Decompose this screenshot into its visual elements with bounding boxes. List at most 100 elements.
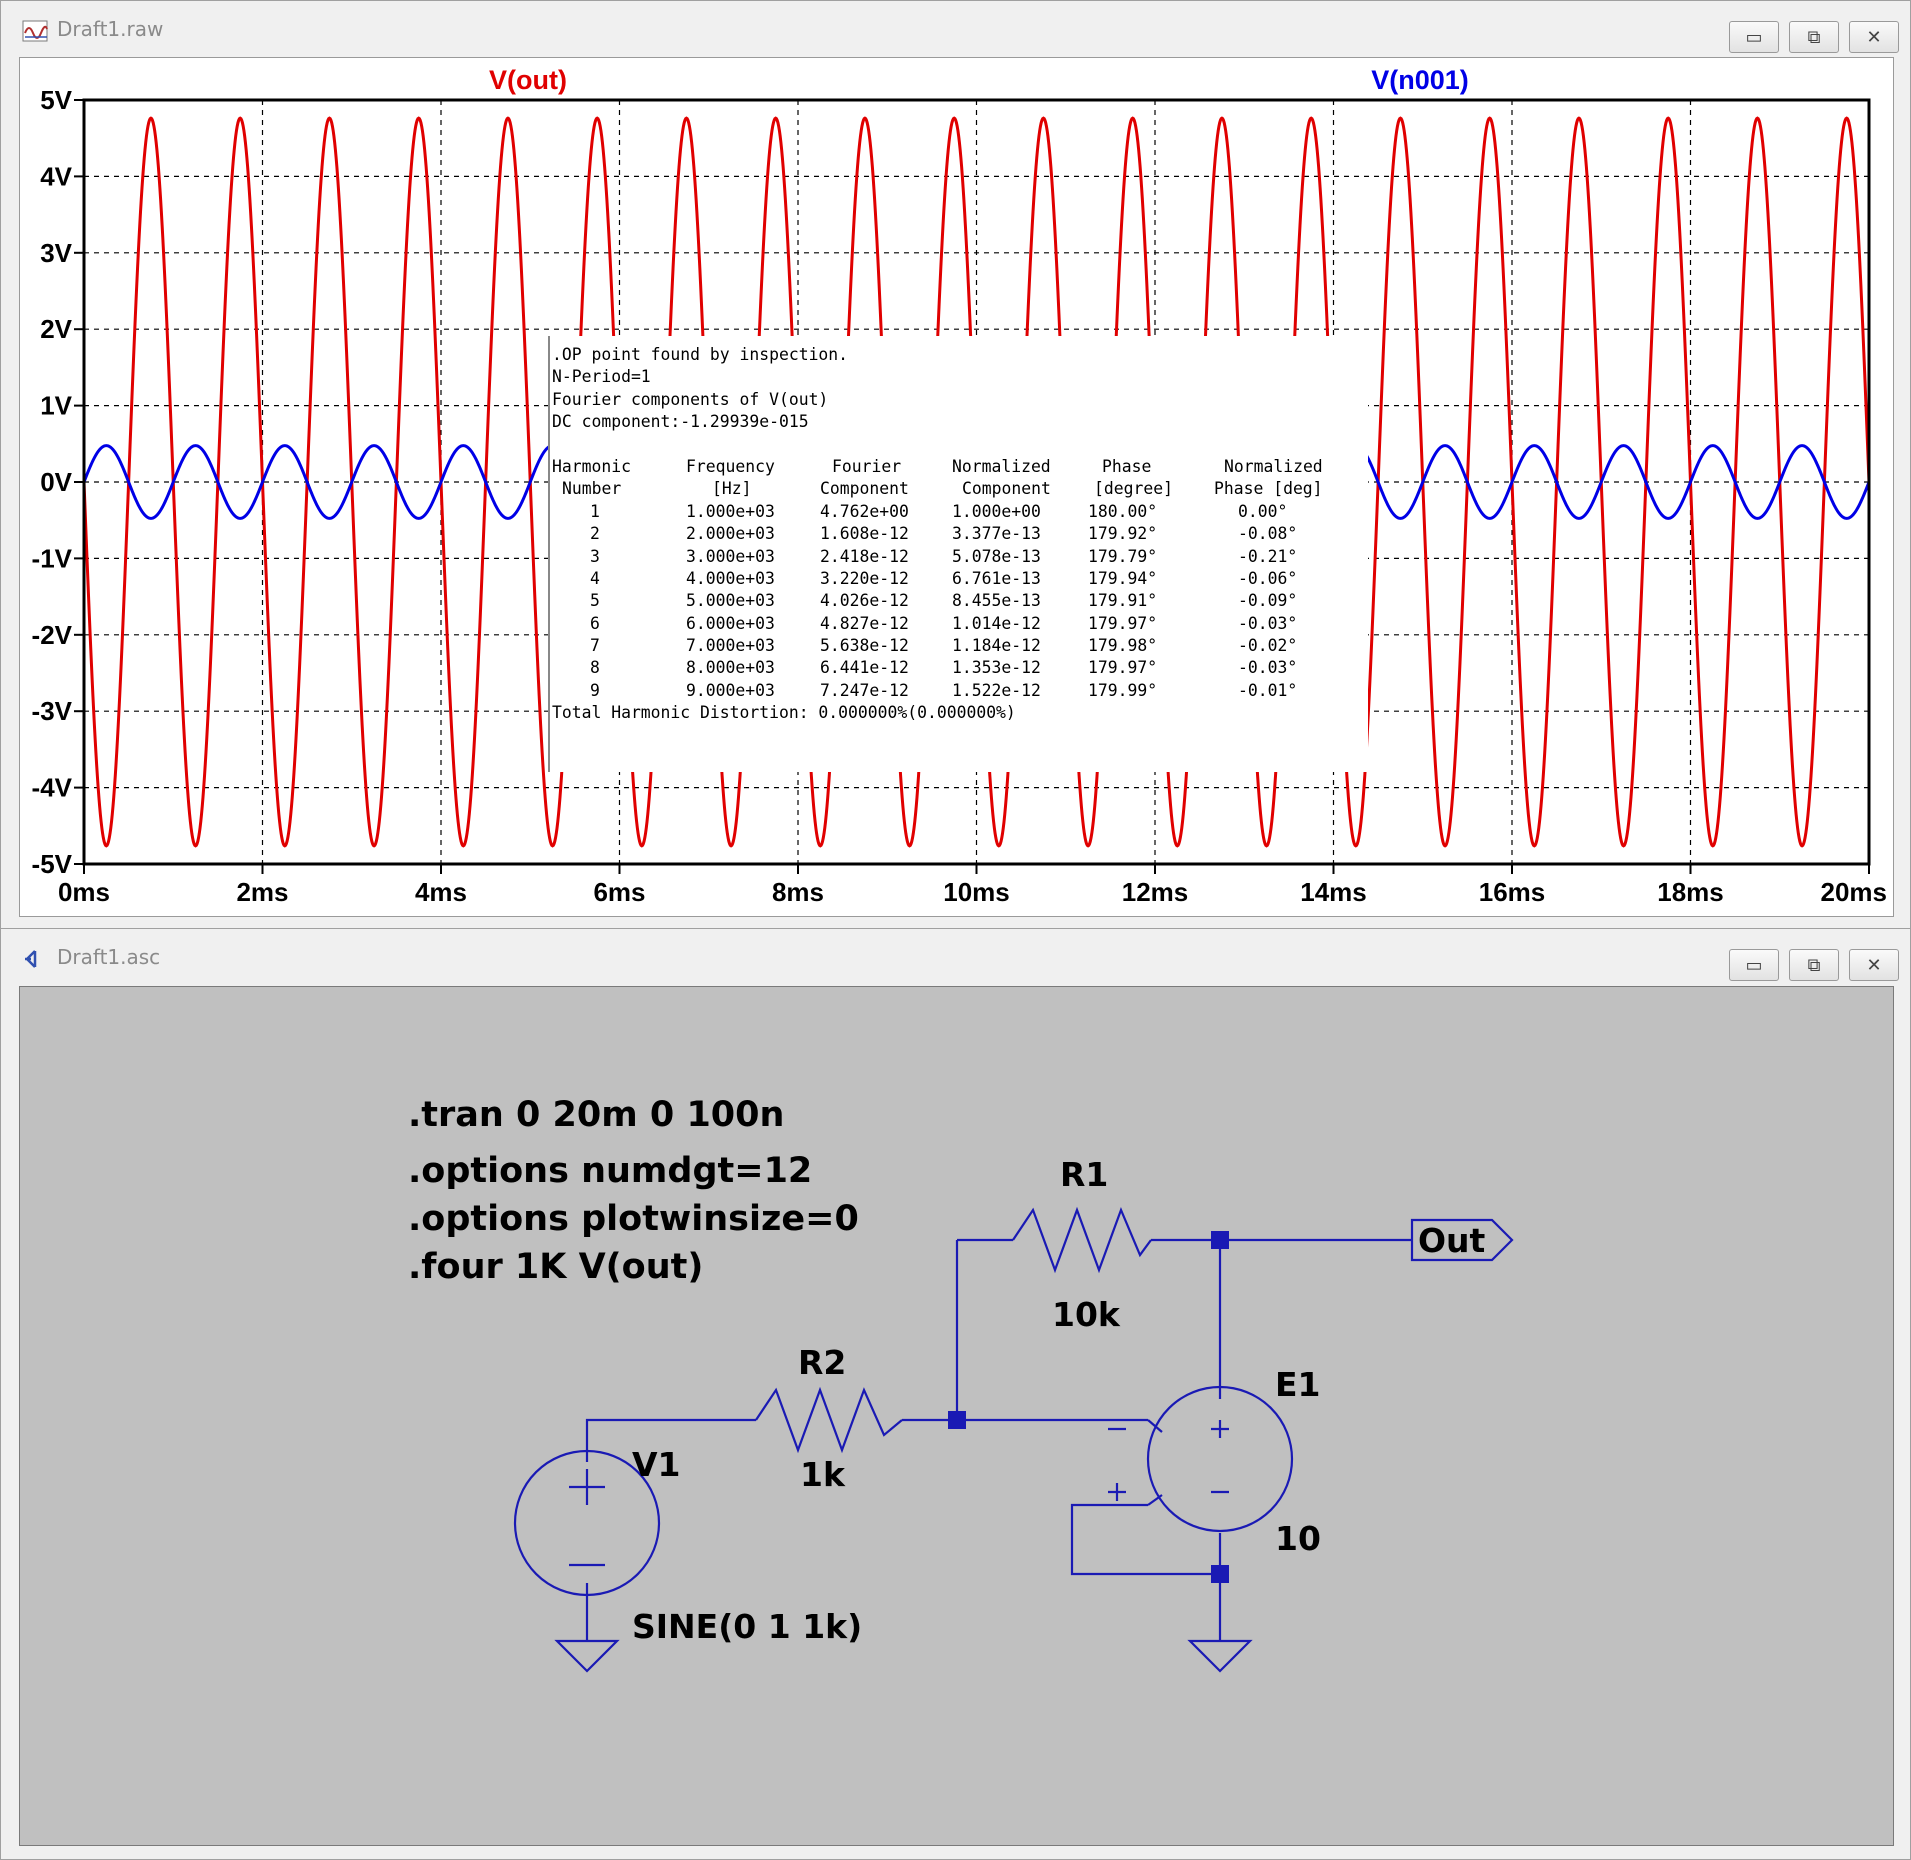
schematic-window-title: Draft1.asc	[57, 945, 161, 969]
harmonic-number: 7	[590, 636, 600, 656]
r2-value[interactable]: 1k	[800, 1455, 845, 1494]
y-tick-label: -2V	[32, 620, 73, 650]
header-harmonic: Harmonic	[552, 456, 631, 476]
dc-component-line: DC component:-1.29939e-015	[552, 412, 809, 432]
close-icon: ✕	[1866, 955, 1882, 975]
directive-plotwin[interactable]: .options plotwinsize=0	[408, 1199, 859, 1239]
phase-value: 179.98°	[1088, 636, 1158, 656]
x-tick-label: 20ms	[1821, 877, 1888, 907]
minimize-button[interactable]: ▭	[1729, 949, 1779, 981]
phase-value: 179.99°	[1088, 680, 1158, 700]
r2-name[interactable]: R2	[798, 1343, 847, 1382]
y-tick-label: 0V	[40, 467, 72, 497]
header-normalized: Normalized	[952, 456, 1051, 476]
op-point-line: .OP point found by inspection.	[552, 345, 849, 364]
frequency-value: 9.000e+03	[686, 680, 775, 700]
x-tick-label: 4ms	[415, 877, 467, 907]
voltage-source-v1[interactable]	[513, 1449, 661, 1597]
directive-tran[interactable]: .tran 0 20m 0 100n	[408, 1095, 785, 1135]
frequency-value: 4.000e+03	[686, 568, 775, 588]
schematic-canvas[interactable]: .tran 0 20m 0 100n .options numdgt=12 .o…	[19, 986, 1894, 1846]
fourier-component-value: 6.441e-12	[820, 658, 909, 678]
normalized-component-value: 6.761e-13	[952, 568, 1041, 588]
x-tick-label: 0ms	[58, 877, 110, 907]
n-period-line: N-Period=1	[552, 367, 651, 387]
y-tick-label: -1V	[32, 543, 73, 573]
v1-value[interactable]: SINE(0 1 1k)	[632, 1607, 863, 1646]
frequency-value: 1.000e+03	[686, 501, 775, 521]
close-button[interactable]: ✕	[1849, 21, 1899, 53]
x-tick-label: 10ms	[943, 877, 1010, 907]
x-tick-label: 18ms	[1657, 877, 1724, 907]
phase-value: 179.91°	[1088, 591, 1158, 611]
e1-value[interactable]: 10	[1275, 1519, 1321, 1558]
header-hz: [Hz]	[712, 479, 752, 499]
harmonic-number: 8	[590, 658, 600, 678]
ground-v1-icon[interactable]	[554, 1639, 620, 1673]
restore-button[interactable]: ⧉	[1789, 949, 1839, 981]
trace-label-vout[interactable]: V(out)	[489, 65, 567, 95]
x-tick-label: 2ms	[236, 877, 288, 907]
harmonic-number: 5	[590, 591, 600, 611]
waveform-window-title: Draft1.raw	[57, 17, 164, 41]
harmonic-number: 6	[590, 613, 600, 633]
resistor-r2[interactable]	[755, 1386, 903, 1454]
table-header-row-1: Harmonic Frequency Fourier Normalized Ph…	[552, 456, 1368, 478]
normalized-phase-value: -0.03°	[1238, 658, 1298, 678]
y-tick-label: 5V	[40, 85, 72, 115]
wire-v1-top[interactable]	[585, 1418, 756, 1462]
x-tick-label: 16ms	[1479, 877, 1546, 907]
phase-value: 179.97°	[1088, 658, 1158, 678]
directive-four[interactable]: .four 1K V(out)	[408, 1247, 704, 1287]
normalized-component-value: 1.353e-12	[952, 658, 1041, 678]
r1-value[interactable]: 10k	[1052, 1295, 1120, 1334]
y-tick-label: 3V	[40, 238, 72, 268]
restore-button[interactable]: ⧉	[1789, 21, 1839, 53]
resistor-r1[interactable]	[1012, 1206, 1152, 1274]
header-degree: [degree]	[1094, 479, 1173, 499]
r1-name[interactable]: R1	[1060, 1155, 1109, 1194]
schematic-titlebar[interactable]: Draft1.asc ▭ ⧉ ✕	[1, 929, 1910, 985]
header-fourier: Fourier	[832, 456, 902, 476]
fourier-component-value: 7.247e-12	[820, 680, 909, 700]
x-tick-label: 6ms	[593, 877, 645, 907]
e1-ctrl-lead-bot	[1147, 1494, 1163, 1506]
waveform-titlebar[interactable]: Draft1.raw ▭ ⧉ ✕	[1, 1, 1910, 57]
normalized-phase-value: -0.01°	[1238, 680, 1298, 700]
y-tick-label: -3V	[32, 696, 73, 726]
directive-numdgt[interactable]: .options numdgt=12	[408, 1151, 813, 1191]
header-number: Number	[562, 479, 622, 499]
vcvs-e1[interactable]	[1146, 1385, 1294, 1533]
fourier-component-value: 4.762e+00	[820, 501, 909, 521]
minimize-button[interactable]: ▭	[1729, 21, 1779, 53]
normalized-component-value: 1.014e-12	[952, 613, 1041, 633]
trace-label-vn001[interactable]: V(n001)	[1371, 65, 1469, 95]
x-tick-label: 12ms	[1122, 877, 1189, 907]
out-port-flag[interactable]	[1410, 1218, 1514, 1262]
v1-plus-icon	[569, 1469, 605, 1505]
schematic-app-icon	[25, 950, 37, 968]
y-tick-label: 1V	[40, 391, 72, 421]
normalized-phase-value: -0.08°	[1238, 524, 1298, 544]
fourier-component-value: 4.026e-12	[820, 591, 909, 611]
e1-name[interactable]: E1	[1275, 1365, 1321, 1404]
frequency-value: 7.000e+03	[686, 636, 775, 656]
out-label[interactable]: Out	[1418, 1221, 1486, 1260]
ground-e1-icon[interactable]	[1187, 1639, 1253, 1673]
e1-ctrl-lead-top	[1147, 1419, 1163, 1433]
wire-e1-feedback[interactable]	[1070, 1503, 1220, 1576]
v1-name[interactable]: V1	[632, 1445, 681, 1484]
header-phase-deg: Phase [deg]	[1214, 479, 1323, 499]
close-button[interactable]: ✕	[1849, 949, 1899, 981]
minimize-icon: ▭	[1745, 955, 1763, 975]
